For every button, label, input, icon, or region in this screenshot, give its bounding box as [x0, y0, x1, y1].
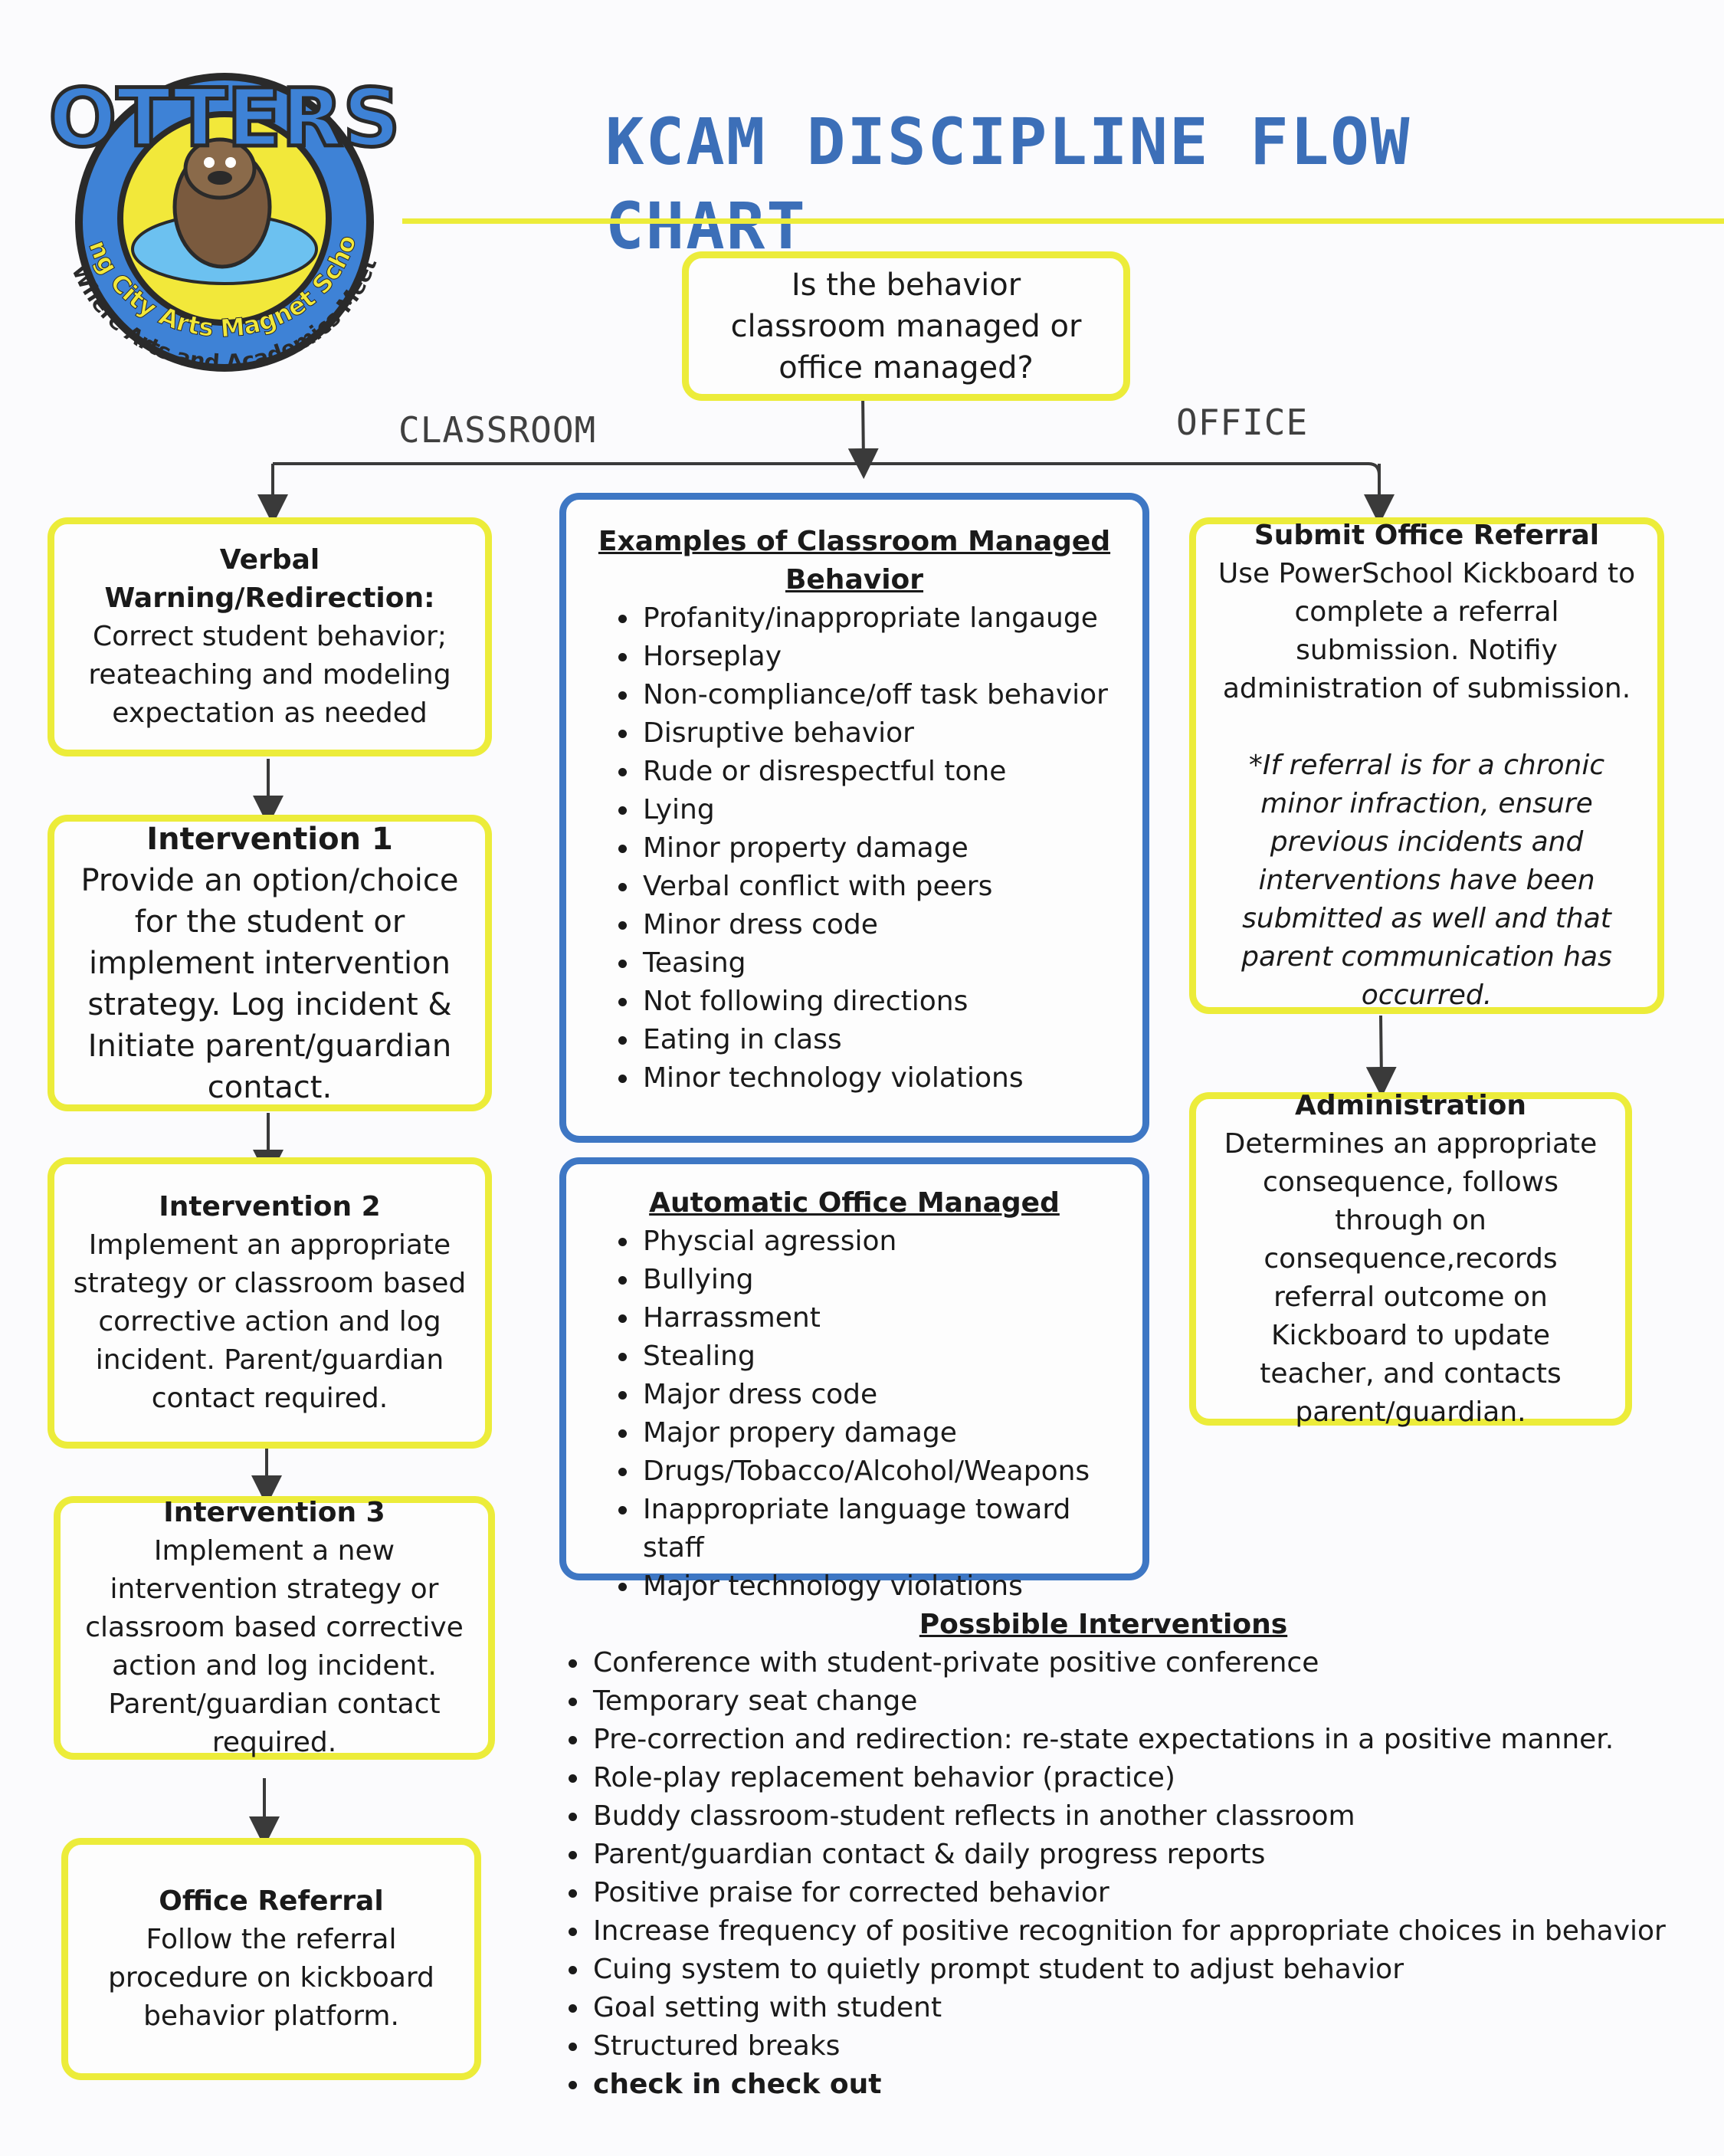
question-line-2: classroom managed or	[730, 308, 1082, 344]
list-item: Major dress code	[640, 1376, 1127, 1414]
possible-interventions-title: Possbible Interventions	[919, 1609, 1288, 1640]
list-item: Eating in class	[640, 1021, 1127, 1059]
list-item: Physcial agression	[640, 1222, 1127, 1261]
intervention-2-text: Implement an appropriate strategy or cla…	[73, 1229, 467, 1414]
list-item: Horseplay	[640, 638, 1127, 676]
office-referral-box: Office Referral Follow the referral proc…	[61, 1838, 481, 2080]
list-item: Major propery damage	[640, 1414, 1127, 1452]
list-item: Bullying	[640, 1261, 1127, 1299]
possible-interventions-list: Conference with student-private positive…	[529, 1644, 1709, 2104]
list-item: Harrassment	[640, 1299, 1127, 1337]
classroom-examples-list: Profanity/inappropriate langauge Horsepl…	[582, 599, 1127, 1098]
list-item: Major technology violations	[640, 1567, 1127, 1606]
list-item: Verbal conflict with peers	[640, 868, 1127, 906]
school-logo: OTTERS King City Arts Magnet School Wher…	[32, 31, 402, 391]
verbal-warning-title: Verbal Warning/Redirection:	[104, 544, 435, 614]
list-item: Role-play replacement behavior (practice…	[590, 1759, 1709, 1797]
list-item: Non-compliance/off task behavior	[640, 676, 1127, 714]
list-item: Minor technology violations	[640, 1059, 1127, 1098]
intervention-2-title: Intervention 2	[159, 1191, 381, 1222]
list-item: Minor dress code	[640, 906, 1127, 944]
mascot-wordmark: OTTERS	[49, 71, 401, 165]
intervention-1-box: Intervention 1 Provide an option/choice …	[48, 815, 492, 1111]
possible-interventions-section: Possbible Interventions Conference with …	[529, 1606, 1709, 2104]
list-item: Conference with student-private positive…	[590, 1644, 1709, 1682]
list-item: Pre-correction and redirection: re-state…	[590, 1721, 1709, 1759]
list-item: Cuing system to quietly prompt student t…	[590, 1951, 1709, 1989]
classroom-examples-title-1: Examples of Classroom Managed	[598, 526, 1111, 557]
list-item: Not following directions	[640, 983, 1127, 1021]
list-item: Drugs/Tobacco/Alcohol/Weapons	[640, 1452, 1127, 1491]
intervention-3-title: Intervention 3	[163, 1497, 385, 1528]
verbal-warning-text: Correct student behavior; reateaching an…	[88, 621, 451, 729]
connector-branch-horizontal	[273, 462, 1381, 476]
list-item: check in check out	[590, 2066, 1709, 2104]
connector-question-down	[847, 394, 879, 479]
branch-label-classroom: CLASSROOM	[398, 409, 597, 451]
classroom-examples-box: Examples of Classroom Managed Behavior P…	[559, 493, 1149, 1143]
submit-office-referral-box: Submit Office Referral Use PowerSchool K…	[1189, 517, 1664, 1014]
administration-title: Administration	[1294, 1089, 1527, 1121]
office-managed-list: Physcial agression Bullying Harrassment …	[582, 1222, 1127, 1606]
list-item: Positive praise for corrected behavior	[590, 1874, 1709, 1912]
list-item: Structured breaks	[590, 2027, 1709, 2066]
title-underline	[402, 218, 1724, 224]
list-item: Profanity/inappropriate langauge	[640, 599, 1127, 638]
list-item: Minor property damage	[640, 829, 1127, 868]
list-item: Buddy classroom-student reflects in anot…	[590, 1797, 1709, 1836]
list-item: Stealing	[640, 1337, 1127, 1376]
intervention-1-title: Intervention 1	[146, 821, 393, 857]
verbal-warning-box: Verbal Warning/Redirection: Correct stud…	[48, 517, 492, 756]
question-line-3: office managed?	[778, 349, 1034, 386]
list-item: Disruptive behavior	[640, 714, 1127, 753]
list-item: Temporary seat change	[590, 1682, 1709, 1721]
office-managed-box: Automatic Office Managed Physcial agress…	[559, 1157, 1149, 1602]
office-managed-title: Automatic Office Managed	[649, 1187, 1060, 1219]
list-item: Rude or disrespectful tone	[640, 753, 1127, 791]
list-item: Goal setting with student	[590, 1989, 1709, 2027]
administration-text: Determines an appropriate consequence, f…	[1224, 1127, 1598, 1428]
list-item: Teasing	[640, 944, 1127, 983]
question-line-1: Is the behavior	[791, 267, 1021, 303]
intervention-2-box: Intervention 2 Implement an appropriate …	[48, 1157, 492, 1449]
intervention-3-box: Intervention 3 Implement a new intervent…	[54, 1496, 495, 1760]
list-item: Lying	[640, 791, 1127, 829]
submit-referral-note: *If referral is for a chronic minor infr…	[1241, 750, 1612, 1011]
intervention-3-text: Implement a new intervention strategy or…	[85, 1535, 464, 1758]
intervention-1-text: Provide an option/choice for the student…	[80, 862, 459, 1105]
office-referral-title: Office Referral	[159, 1885, 384, 1917]
otter-logo-graphic: OTTERS King City Arts Magnet School Wher…	[32, 31, 402, 376]
submit-referral-text: Use PowerSchool Kickboard to complete a …	[1218, 558, 1636, 704]
classroom-examples-title-2: Behavior	[785, 564, 924, 596]
page-title: KCAM DISCIPLINE FLOW CHART	[605, 104, 1411, 264]
administration-box: Administration Determines an appropriate…	[1189, 1090, 1632, 1428]
list-item: Increase frequency of positive recogniti…	[590, 1912, 1709, 1951]
list-item: Parent/guardian contact & daily progress…	[590, 1836, 1709, 1874]
submit-referral-title: Submit Office Referral	[1254, 520, 1600, 551]
list-item: Inappropriate language toward staff	[640, 1491, 1127, 1567]
office-referral-text: Follow the referral procedure on kickboa…	[108, 1924, 434, 2032]
decision-question-box: Is the behavior classroom managed or off…	[682, 251, 1130, 401]
branch-label-office: OFFICE	[1176, 402, 1309, 443]
